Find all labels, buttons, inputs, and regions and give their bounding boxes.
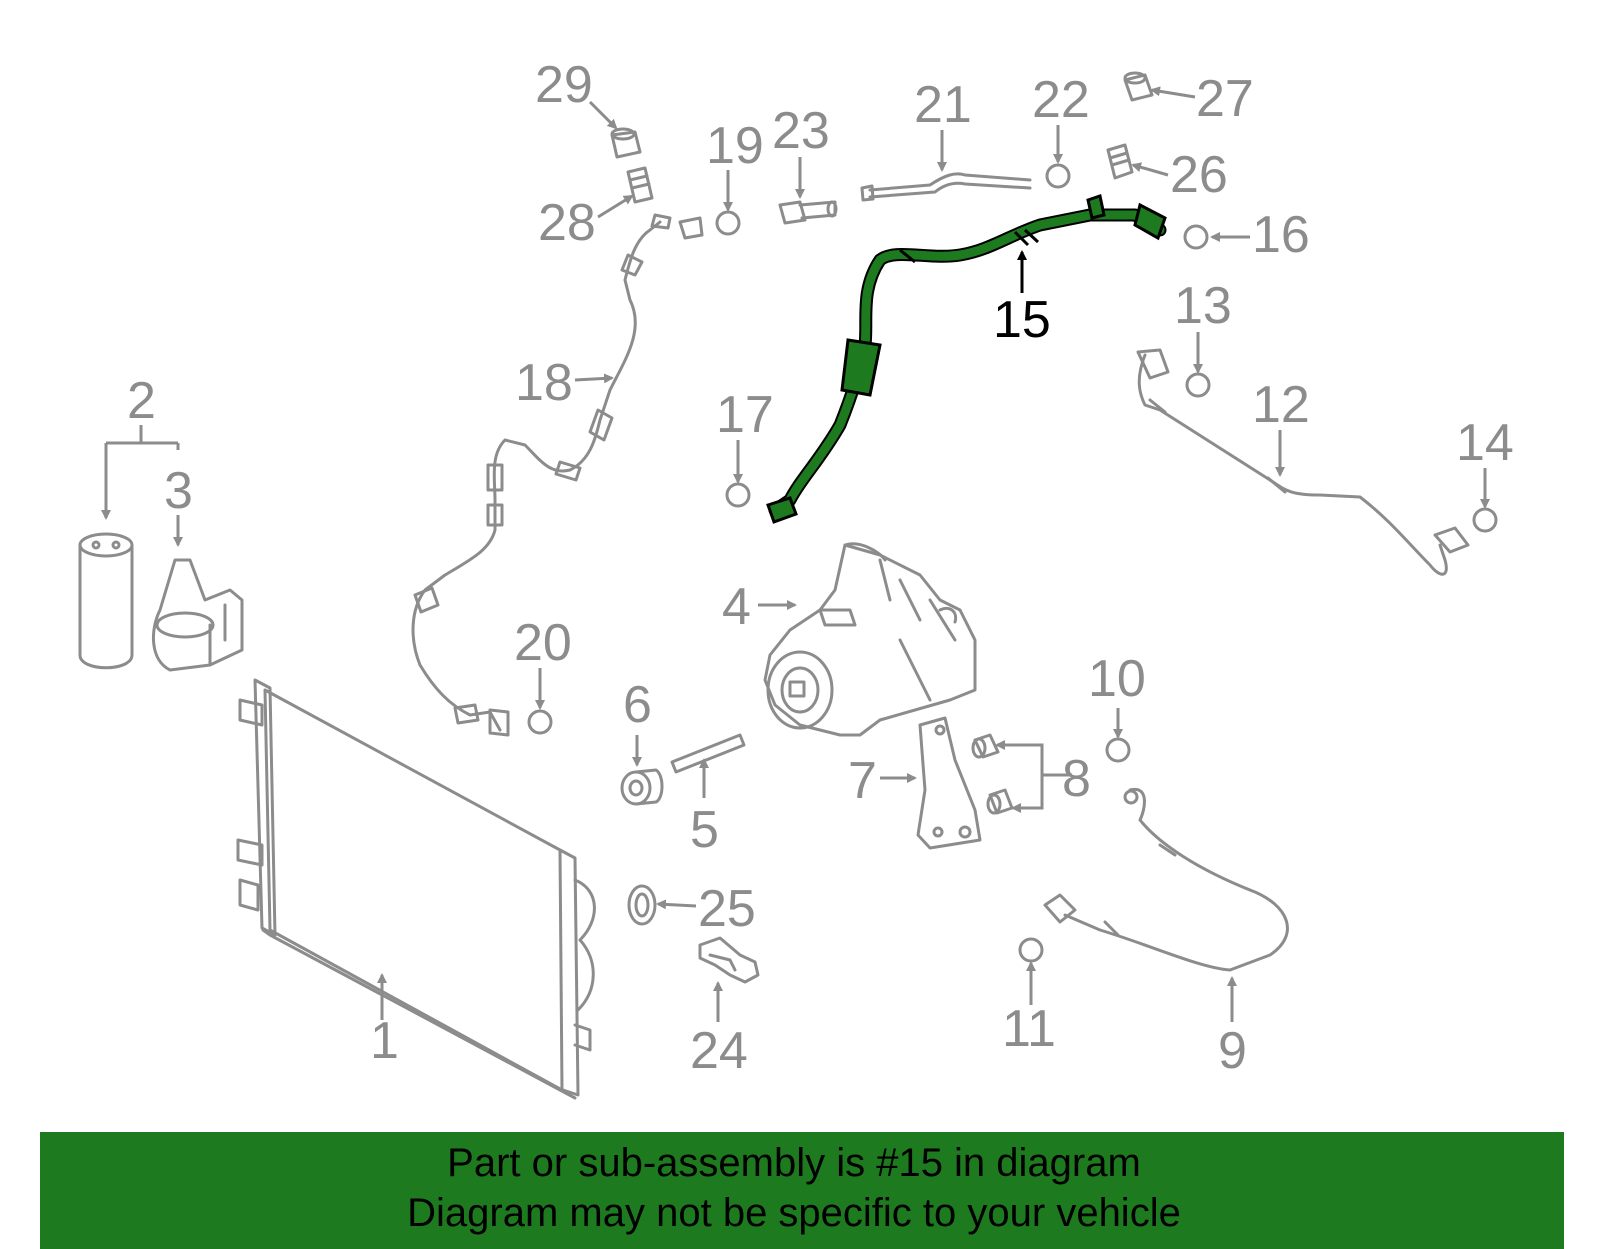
o-ring-17-part[interactable] xyxy=(725,482,751,508)
callout-29: 29 xyxy=(535,56,593,114)
cap-29-part[interactable] xyxy=(610,127,642,159)
callout-5: 5 xyxy=(690,801,719,859)
mount-bracket-part[interactable] xyxy=(916,716,982,850)
ac-line-18-part[interactable] xyxy=(411,213,704,737)
o-ring-19-part[interactable] xyxy=(715,210,741,236)
callout-28: 28 xyxy=(538,194,596,252)
banner-line-1: Part or sub-assembly is #15 in diagram xyxy=(447,1141,1141,1185)
callout-22: 22 xyxy=(1032,71,1090,129)
callout-6: 6 xyxy=(623,676,652,734)
ac-line-15-highlighted-part[interactable] xyxy=(766,194,1167,524)
callout-2: 2 xyxy=(127,372,156,430)
valve-core-28-part[interactable] xyxy=(626,166,654,204)
callout-20: 20 xyxy=(514,614,572,672)
callout-25: 25 xyxy=(698,880,756,938)
bushing-part[interactable] xyxy=(620,768,664,806)
callout-12: 12 xyxy=(1252,376,1310,434)
ac-compressor-part[interactable] xyxy=(763,542,977,737)
callout-26: 26 xyxy=(1170,146,1228,204)
callout-16: 16 xyxy=(1252,206,1310,264)
callout-10: 10 xyxy=(1088,650,1146,708)
callout-7: 7 xyxy=(848,752,877,810)
ac-line-21-part[interactable] xyxy=(860,172,1032,202)
ac-line-9-part[interactable] xyxy=(1043,787,1289,972)
callout-15: 15 xyxy=(993,291,1051,349)
callout-14: 14 xyxy=(1456,414,1514,472)
callout-1: 1 xyxy=(370,1012,399,1070)
callout-3: 3 xyxy=(164,462,193,520)
callout-19: 19 xyxy=(706,117,764,175)
receiver-drier-part[interactable] xyxy=(78,532,134,670)
o-ring-10-part[interactable] xyxy=(1105,737,1131,763)
ac-line-12-part[interactable] xyxy=(1136,348,1470,576)
drier-bracket-part[interactable] xyxy=(151,558,244,672)
callout-11: 11 xyxy=(1002,1000,1056,1058)
o-ring-11-part[interactable] xyxy=(1018,937,1044,963)
o-ring-25-part[interactable] xyxy=(627,884,657,926)
condenser-part[interactable] xyxy=(236,678,596,1100)
callout-8: 8 xyxy=(1062,750,1091,808)
callout-9: 9 xyxy=(1218,1022,1247,1080)
leader-lines xyxy=(101,86,1490,1022)
callout-23: 23 xyxy=(772,102,830,160)
callout-numbers: 1 2 3 4 5 6 7 8 9 10 11 12 13 14 15 16 1… xyxy=(127,56,1514,1080)
callout-17: 17 xyxy=(716,386,774,444)
callout-13: 13 xyxy=(1174,277,1232,335)
o-ring-14-part[interactable] xyxy=(1472,507,1498,533)
o-ring-20-part[interactable] xyxy=(527,709,553,735)
part-info-banner: Part or sub-assembly is #15 in diagram D… xyxy=(40,1132,1564,1249)
bolt-part[interactable] xyxy=(670,733,746,774)
callout-21: 21 xyxy=(914,76,972,134)
callout-27: 27 xyxy=(1196,70,1254,128)
o-ring-22-part[interactable] xyxy=(1045,163,1071,189)
callout-18: 18 xyxy=(515,354,573,412)
cap-27-part[interactable] xyxy=(1123,71,1154,102)
pressure-switch-part[interactable] xyxy=(698,936,760,984)
callout-4: 4 xyxy=(722,578,751,636)
o-ring-16-part[interactable] xyxy=(1183,224,1209,250)
callout-24: 24 xyxy=(690,1022,748,1080)
o-ring-13-part[interactable] xyxy=(1185,372,1211,398)
valve-core-26-part[interactable] xyxy=(1106,143,1134,180)
banner-line-2: Diagram may not be specific to your vehi… xyxy=(407,1191,1181,1235)
bushings-part[interactable] xyxy=(971,733,1014,815)
valve-23-part[interactable] xyxy=(778,200,838,225)
